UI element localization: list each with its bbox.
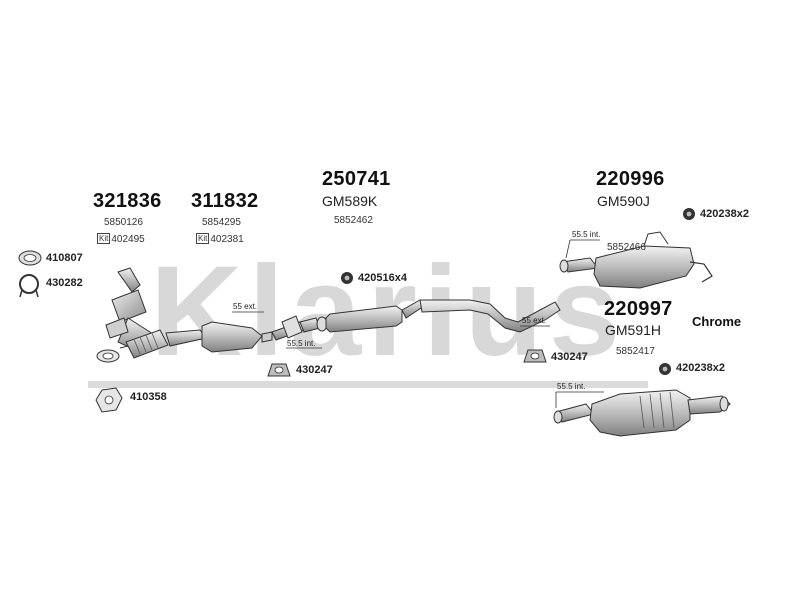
fitting-420516x4: 420516x4 bbox=[358, 272, 407, 284]
nut-icon-2 bbox=[683, 208, 695, 220]
oe-number-5854295: 5854295 bbox=[202, 217, 241, 228]
oe-number-5852462: 5852462 bbox=[334, 215, 373, 226]
clamp-ring-icon bbox=[19, 274, 39, 298]
fitting-420238x2-b: 420238x2 bbox=[676, 362, 725, 374]
kit-number: 402495 bbox=[111, 234, 145, 245]
joint-pipe bbox=[271, 315, 328, 341]
catalytic-converter bbox=[201, 321, 273, 353]
fitting-430247-a: 430247 bbox=[296, 364, 333, 376]
oe-number-5852417: 5852417 bbox=[616, 346, 655, 357]
gm-number-gm590j: GM590J bbox=[597, 193, 650, 209]
flange-gasket-icon bbox=[95, 387, 123, 413]
dimension-lines bbox=[232, 239, 604, 408]
pipe-mark-555-int-a: 55.5 int. bbox=[287, 339, 316, 348]
gm-number-gm591h: GM591H bbox=[605, 322, 662, 338]
gasket-ring-icon bbox=[18, 250, 42, 266]
gm-number-gm589k: GM589K bbox=[322, 193, 378, 209]
oe-number-5852466: 5852466 bbox=[607, 242, 646, 253]
part-number-321836: 321836 bbox=[93, 190, 162, 212]
kit-tag: Kit bbox=[97, 233, 111, 244]
fitting-410807: 410807 bbox=[46, 252, 83, 264]
pipe-mark-555-int-c: 55.5 int. bbox=[557, 382, 586, 391]
fitting-410358: 410358 bbox=[130, 391, 167, 403]
kit-tag: Kit bbox=[196, 233, 210, 244]
part-number-250741: 250741 bbox=[322, 168, 391, 190]
chrome-note: Chrome bbox=[692, 314, 742, 329]
watermark-bar bbox=[88, 381, 648, 388]
oe-number-5850126: 5850126 bbox=[104, 217, 143, 228]
pipe-mark-55-ext-b: 55 ext. bbox=[522, 316, 547, 325]
rear-silencer-220996 bbox=[559, 231, 713, 289]
fitting-420238x2-a: 420238x2 bbox=[700, 208, 749, 220]
rubber-mount-icon-2 bbox=[523, 349, 547, 363]
rear-silencer-220997 bbox=[553, 389, 731, 437]
pipe-mark-555-int-b: 55.5 int. bbox=[572, 230, 601, 239]
nut-icon bbox=[341, 272, 353, 284]
rubber-mount-icon bbox=[267, 363, 291, 377]
part-number-311832: 311832 bbox=[191, 190, 259, 212]
middle-silencer-250741 bbox=[325, 299, 561, 333]
fitting-430282: 430282 bbox=[46, 277, 83, 289]
flex-pipe-311832 bbox=[125, 329, 207, 359]
part-number-220997: 220997 bbox=[604, 298, 673, 320]
part-number-220996: 220996 bbox=[596, 168, 665, 190]
fitting-430247-b: 430247 bbox=[551, 351, 588, 363]
pipe-mark-55-ext-a: 55 ext. bbox=[233, 302, 258, 311]
nut-icon-3 bbox=[659, 363, 671, 375]
kit-number: 402381 bbox=[210, 234, 244, 245]
